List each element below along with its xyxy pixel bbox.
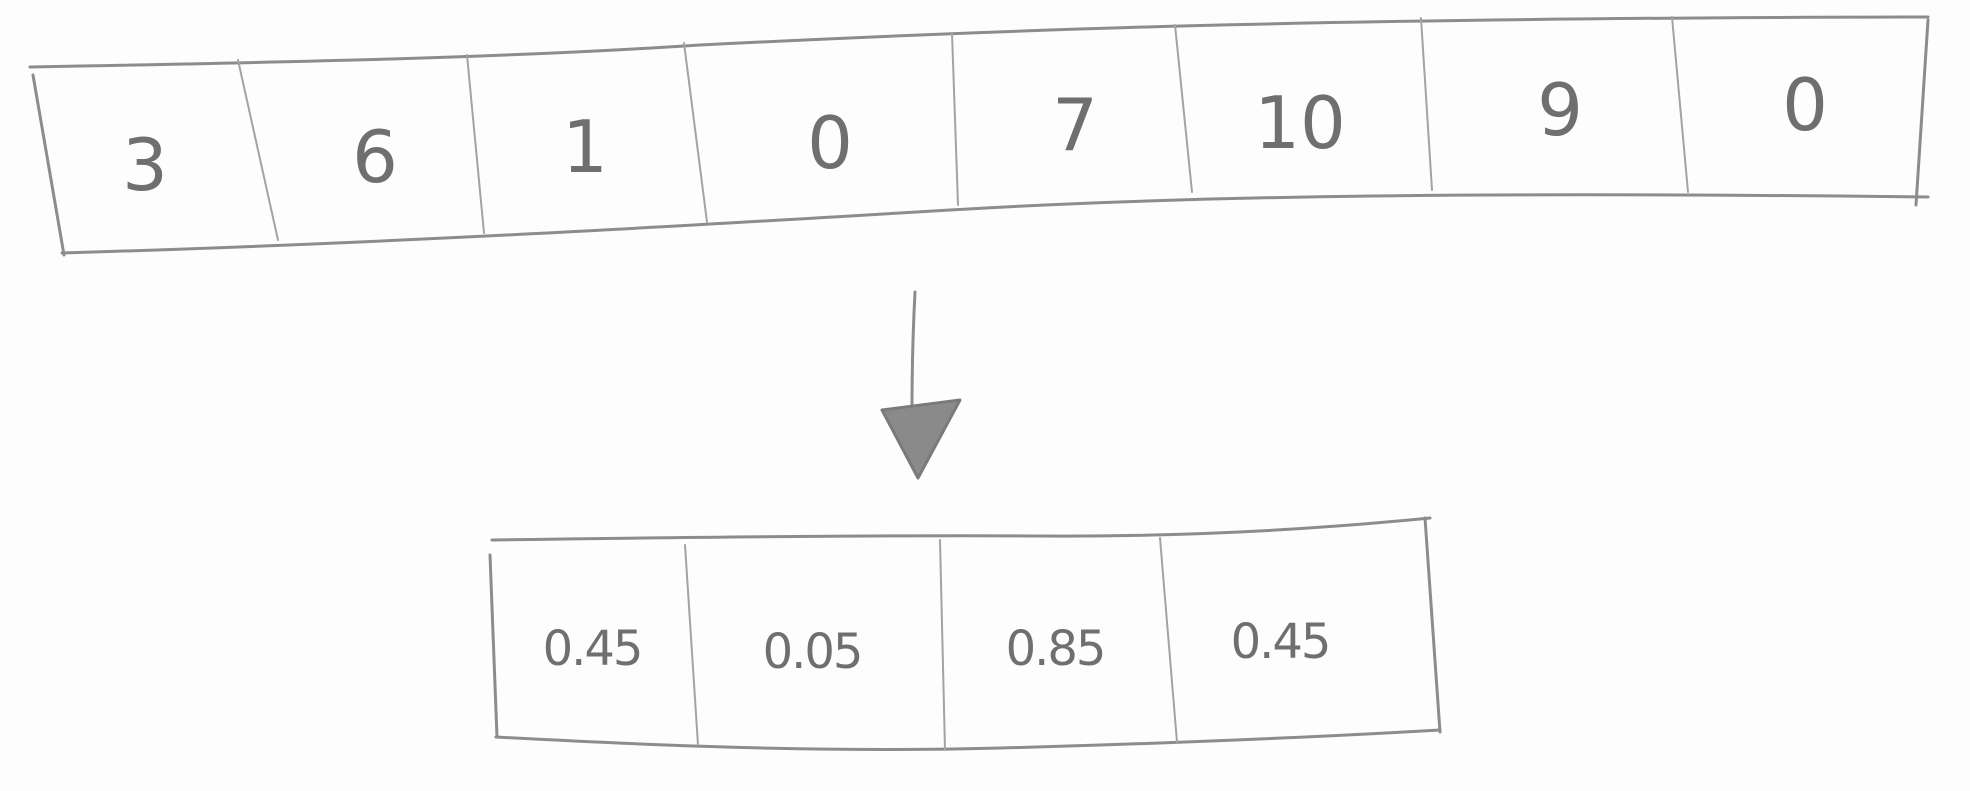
input-divider-1 xyxy=(237,59,279,241)
input-array-top-border xyxy=(28,15,1930,69)
arrow-head xyxy=(880,398,962,480)
output-cell-2: 0.85 xyxy=(1006,621,1105,677)
input-cell-6: 9 xyxy=(1537,68,1583,152)
output-divider-3 xyxy=(1159,537,1178,743)
input-cell-7: 0 xyxy=(1782,63,1828,147)
input-cell-5: 10 xyxy=(1254,81,1346,165)
input-divider-6 xyxy=(1420,17,1433,191)
input-divider-3 xyxy=(683,42,708,223)
arrow-shaft xyxy=(910,290,917,410)
output-cell-0: 0.45 xyxy=(543,621,642,677)
input-divider-4 xyxy=(951,32,959,206)
input-cell-3: 0 xyxy=(807,101,853,185)
output-divider-2 xyxy=(939,539,946,751)
output-array-right-border xyxy=(1423,516,1442,734)
output-array: 0.45 0.05 0.85 0.45 xyxy=(488,516,1442,752)
input-array-right-border xyxy=(1914,18,1930,207)
input-cell-4: 7 xyxy=(1052,83,1098,167)
output-array-bottom-border xyxy=(494,728,1442,752)
output-array-top-border xyxy=(490,516,1432,542)
output-cell-3: 0.45 xyxy=(1231,614,1330,670)
input-cell-0: 3 xyxy=(122,123,168,207)
output-cell-1: 0.05 xyxy=(763,624,862,680)
input-divider-5 xyxy=(1174,24,1193,193)
input-array: 3 6 1 0 7 10 9 0 xyxy=(28,15,1930,257)
output-divider-1 xyxy=(684,544,699,746)
output-array-left-border xyxy=(488,553,499,739)
input-array-left-border xyxy=(31,73,66,257)
input-divider-2 xyxy=(466,54,485,234)
input-array-bottom-border xyxy=(60,193,1930,255)
input-cell-2: 1 xyxy=(562,105,608,189)
down-arrow-icon xyxy=(880,290,962,480)
input-divider-7 xyxy=(1671,16,1689,193)
input-cell-1: 6 xyxy=(352,115,398,199)
